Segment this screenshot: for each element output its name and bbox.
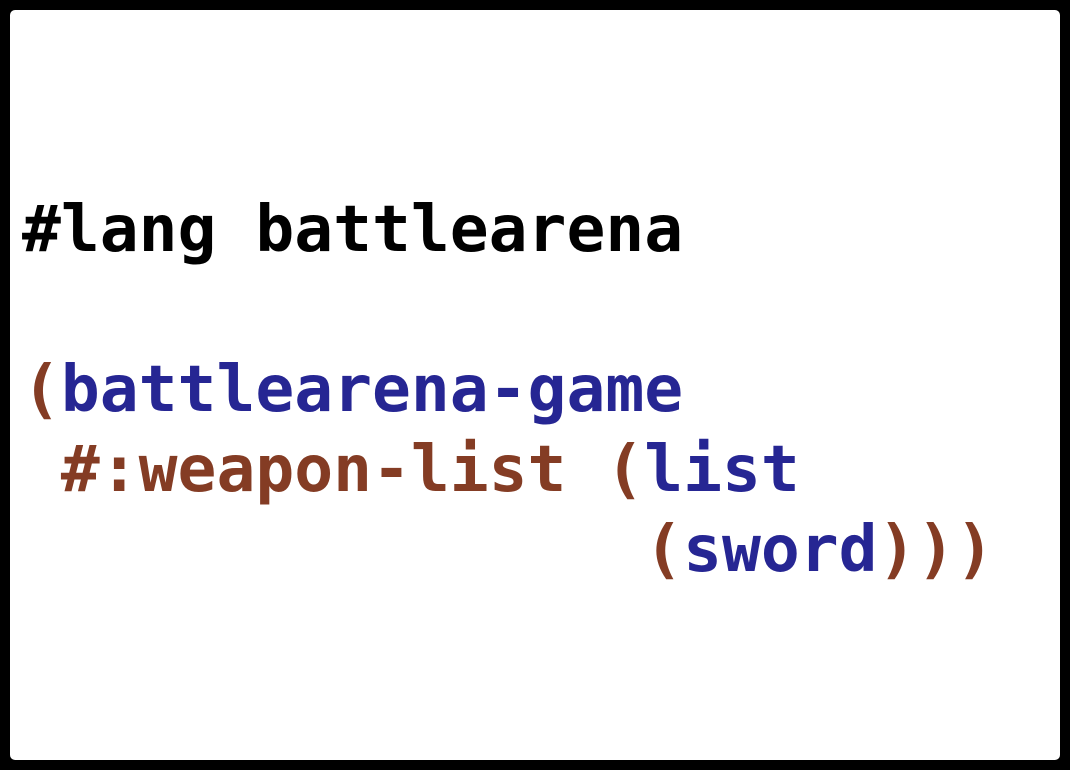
indent — [22, 432, 61, 507]
open-paren: ( — [644, 512, 684, 587]
open-paren: ( — [22, 352, 61, 427]
space — [566, 432, 605, 507]
close-parens: ))) — [877, 512, 995, 587]
code-line-lang: #lang battlearena — [22, 190, 683, 270]
form-name: battlearena-game — [60, 352, 684, 427]
open-paren: ( — [605, 432, 645, 507]
code-display-panel: #lang battlearena (battlearena-game #:we… — [10, 10, 1060, 760]
keyword-arg: #:weapon-list — [60, 432, 567, 507]
code-line-keyword: #:weapon-list (list — [22, 430, 800, 510]
code-block: #lang battlearena (battlearena-game #:we… — [22, 10, 994, 587]
code-line-form: (battlearena-game — [22, 350, 683, 430]
lang-directive: #lang battlearena — [22, 192, 684, 267]
function-name: list — [644, 432, 800, 507]
indent — [22, 512, 644, 587]
argument-name: sword — [683, 512, 878, 587]
code-line-arg: (sword))) — [22, 510, 994, 590]
